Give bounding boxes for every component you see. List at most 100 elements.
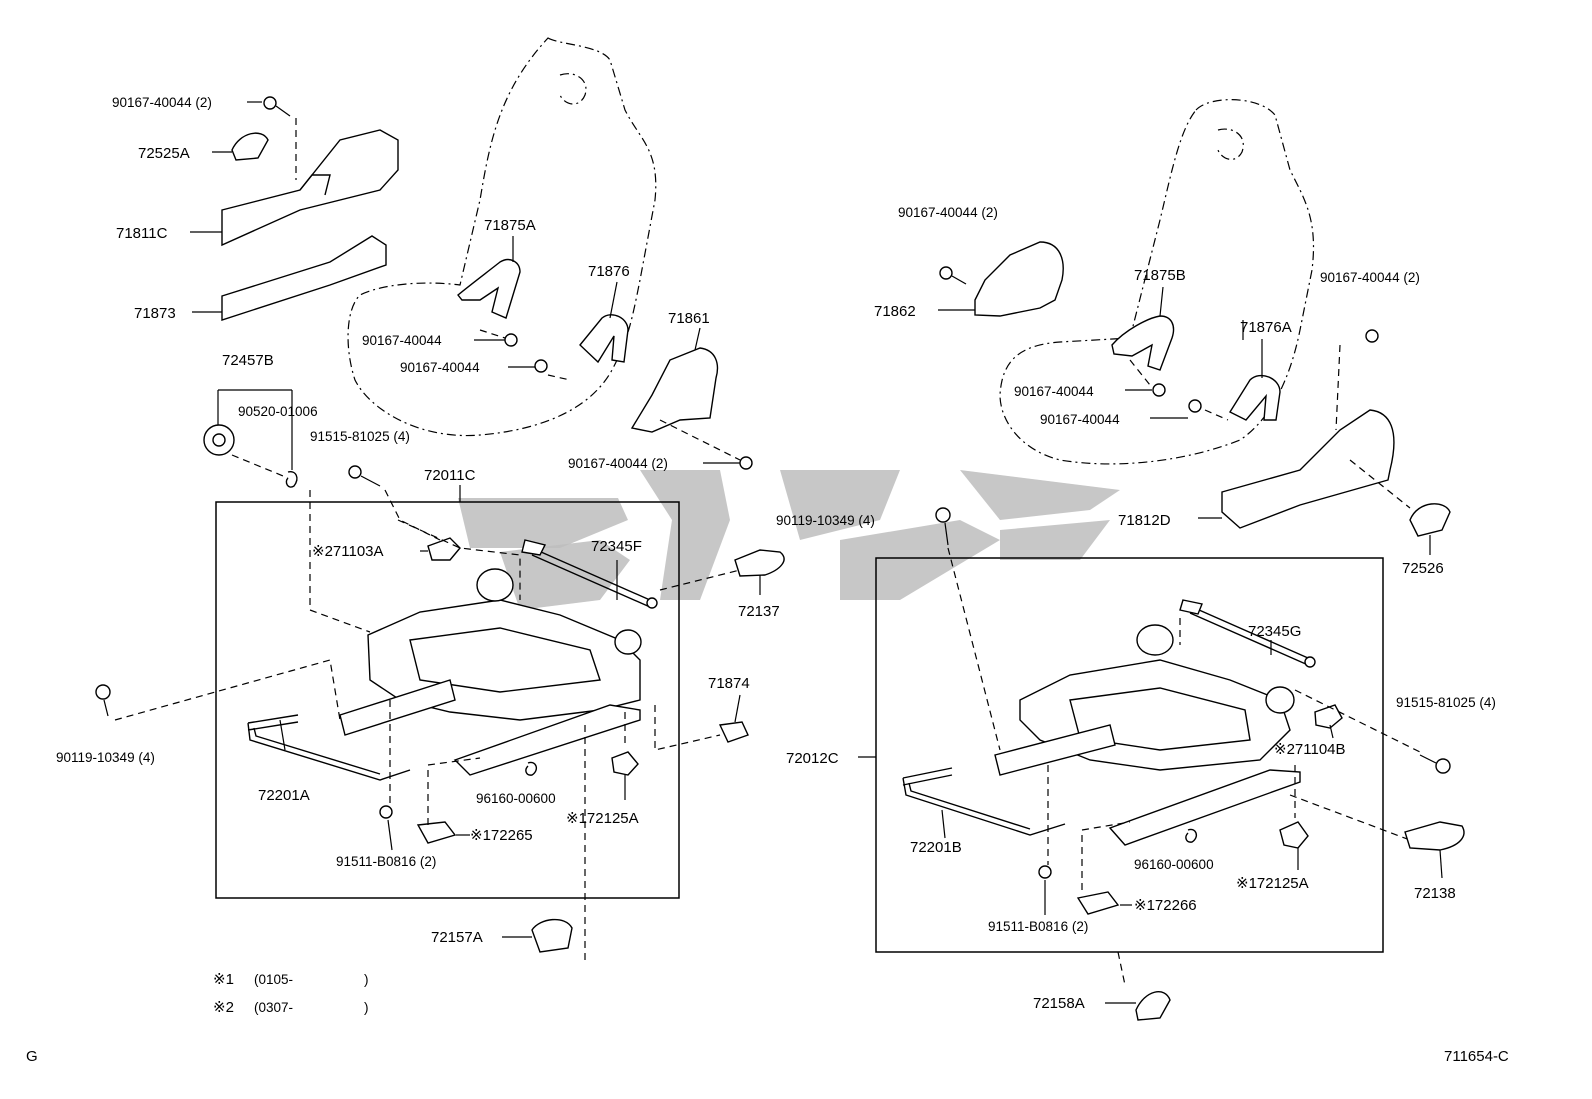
- label-72345g: 72345G: [1248, 623, 1301, 640]
- leader-lines: [190, 101, 1443, 1004]
- label-72201a: 72201A: [258, 787, 310, 804]
- footnotes: ※1 (0105- ) ※2 (0307- ): [213, 971, 369, 1016]
- part-71874-clip[interactable]: [718, 721, 749, 743]
- label-r-172125a: ※172125A: [1236, 875, 1309, 892]
- part-71875a-bracket[interactable]: [457, 258, 521, 319]
- screw-icon: [939, 266, 1379, 413]
- label-71873: 71873: [134, 305, 176, 322]
- label-71812d: 71812D: [1118, 512, 1171, 529]
- screw-icon: [263, 96, 291, 117]
- label-72345f: 72345F: [591, 538, 642, 555]
- part-72345g-rod[interactable]: [1179, 599, 1316, 668]
- label-90167-40044-c: 90167-40044 (2): [568, 456, 668, 471]
- part-72157a-cap[interactable]: [531, 918, 573, 953]
- label-r-90167-40044-c: 90167-40044 (2): [1320, 270, 1420, 285]
- part-71862-cover[interactable]: [974, 241, 1064, 317]
- label-72137: 72137: [738, 603, 780, 620]
- part-72158a-cap[interactable]: [1135, 991, 1171, 1021]
- part-71876-bracket[interactable]: [579, 314, 629, 364]
- label-72526: 72526: [1402, 560, 1444, 577]
- label-172125a: ※172125A: [566, 810, 639, 827]
- left-seat-frame[interactable]: [339, 568, 642, 776]
- part-71875b-bracket[interactable]: [1111, 315, 1175, 371]
- label-91515-81025: 91515-81025 (4): [310, 429, 410, 444]
- part-labels: 90167-40044 (2) 72525A 71811C 71873 7245…: [56, 95, 1496, 1012]
- note-1-close: ): [364, 972, 369, 987]
- part-172125a-clip[interactable]: [611, 751, 639, 776]
- part-72457b-knob[interactable]: [203, 424, 235, 456]
- part-271103a-clip[interactable]: [427, 537, 461, 561]
- label-72158a: 72158A: [1033, 995, 1085, 1012]
- right-seat-frame[interactable]: [994, 624, 1301, 846]
- label-r-90119-10349: 90119-10349 (4): [776, 513, 875, 528]
- part-271104b-clip[interactable]: [1314, 704, 1343, 729]
- label-71875a: 71875A: [484, 217, 536, 234]
- part-90520-01006-clip[interactable]: [285, 471, 298, 488]
- label-271103a: ※271103A: [312, 543, 384, 560]
- watermark-logo: [458, 470, 1120, 610]
- part-72266-switch[interactable]: [1076, 891, 1120, 915]
- label-r-91515-81025: 91515-81025 (4): [1396, 695, 1496, 710]
- label-90167-40044-a: 90167-40044: [362, 333, 442, 348]
- part-72525a-knob[interactable]: [231, 132, 269, 161]
- part-72345f-rod[interactable]: [521, 539, 658, 609]
- left-seat-outline: [347, 37, 657, 437]
- part-71861-cover[interactable]: [630, 347, 719, 433]
- screw-icon: [504, 333, 753, 470]
- part-72526-knob[interactable]: [1409, 503, 1451, 537]
- part-96160-clip[interactable]: [1185, 828, 1198, 843]
- label-72201b: 72201B: [910, 839, 962, 856]
- note-2-range: (0307-: [254, 1000, 293, 1015]
- part-71811c-cover[interactable]: [221, 129, 399, 247]
- part-72265-switch[interactable]: [416, 821, 457, 844]
- part-72137-cap[interactable]: [734, 549, 785, 577]
- part-72201a-wire[interactable]: [247, 714, 411, 781]
- label-71862: 71862: [874, 303, 916, 320]
- part-172125a-clip[interactable]: [1279, 821, 1309, 849]
- part-71812d-cover[interactable]: [1221, 409, 1395, 529]
- label-r-90167-40044-b: 90167-40044: [1040, 412, 1120, 427]
- note-2-mark: ※2: [213, 999, 234, 1016]
- label-71876: 71876: [588, 263, 630, 280]
- part-71873-rail-cover[interactable]: [221, 235, 387, 321]
- label-271104b: ※271104B: [1274, 741, 1346, 758]
- label-90167-40044-b: 90167-40044: [400, 360, 480, 375]
- part-72138-cap[interactable]: [1404, 821, 1465, 851]
- label-r-90167-40044-2: 90167-40044 (2): [898, 205, 998, 220]
- label-90119-10349: 90119-10349 (4): [56, 750, 155, 765]
- label-96160-00600: 96160-00600: [476, 791, 556, 806]
- label-r-96160-00600: 96160-00600: [1134, 857, 1214, 872]
- note-2-close: ): [364, 1000, 369, 1015]
- label-72157a: 72157A: [431, 929, 483, 946]
- label-71875b: 71875B: [1134, 267, 1186, 284]
- illustration-code: 711654-C: [1444, 1048, 1509, 1065]
- label-r-91511-b0816: 91511-B0816 (2): [988, 919, 1088, 934]
- label-90167-40044-2: 90167-40044 (2): [112, 95, 212, 110]
- label-72011c: 72011C: [424, 467, 476, 484]
- corner-letter: G: [26, 1048, 38, 1065]
- label-71811c: 71811C: [116, 225, 168, 242]
- right-assembly-box: [875, 557, 1384, 953]
- left-assembly-box: [215, 501, 680, 899]
- label-72457b: 72457B: [222, 352, 274, 369]
- label-172266: ※172266: [1134, 897, 1197, 914]
- label-72012c: 72012C: [786, 750, 839, 767]
- part-71876a-bracket[interactable]: [1228, 374, 1281, 421]
- label-91511-b0816: 91511-B0816 (2): [336, 854, 436, 869]
- label-r-90167-40044-a: 90167-40044: [1014, 384, 1094, 399]
- label-172265: ※172265: [470, 827, 533, 844]
- bolt-icon: [935, 507, 1451, 879]
- part-96160-clip[interactable]: [525, 761, 538, 776]
- note-1-mark: ※1: [213, 971, 234, 988]
- label-71874: 71874: [708, 675, 750, 692]
- label-72138: 72138: [1414, 885, 1456, 902]
- part-72201b-wire[interactable]: [902, 767, 1066, 836]
- note-1-range: (0105-: [254, 972, 293, 987]
- right-seat-outline: [999, 99, 1315, 465]
- label-71876a: 71876A: [1240, 319, 1292, 336]
- label-72525a: 72525A: [138, 145, 190, 162]
- bolt-icon: [348, 465, 381, 487]
- bolt-icon: [95, 684, 393, 819]
- label-90520-01006: 90520-01006: [238, 404, 318, 419]
